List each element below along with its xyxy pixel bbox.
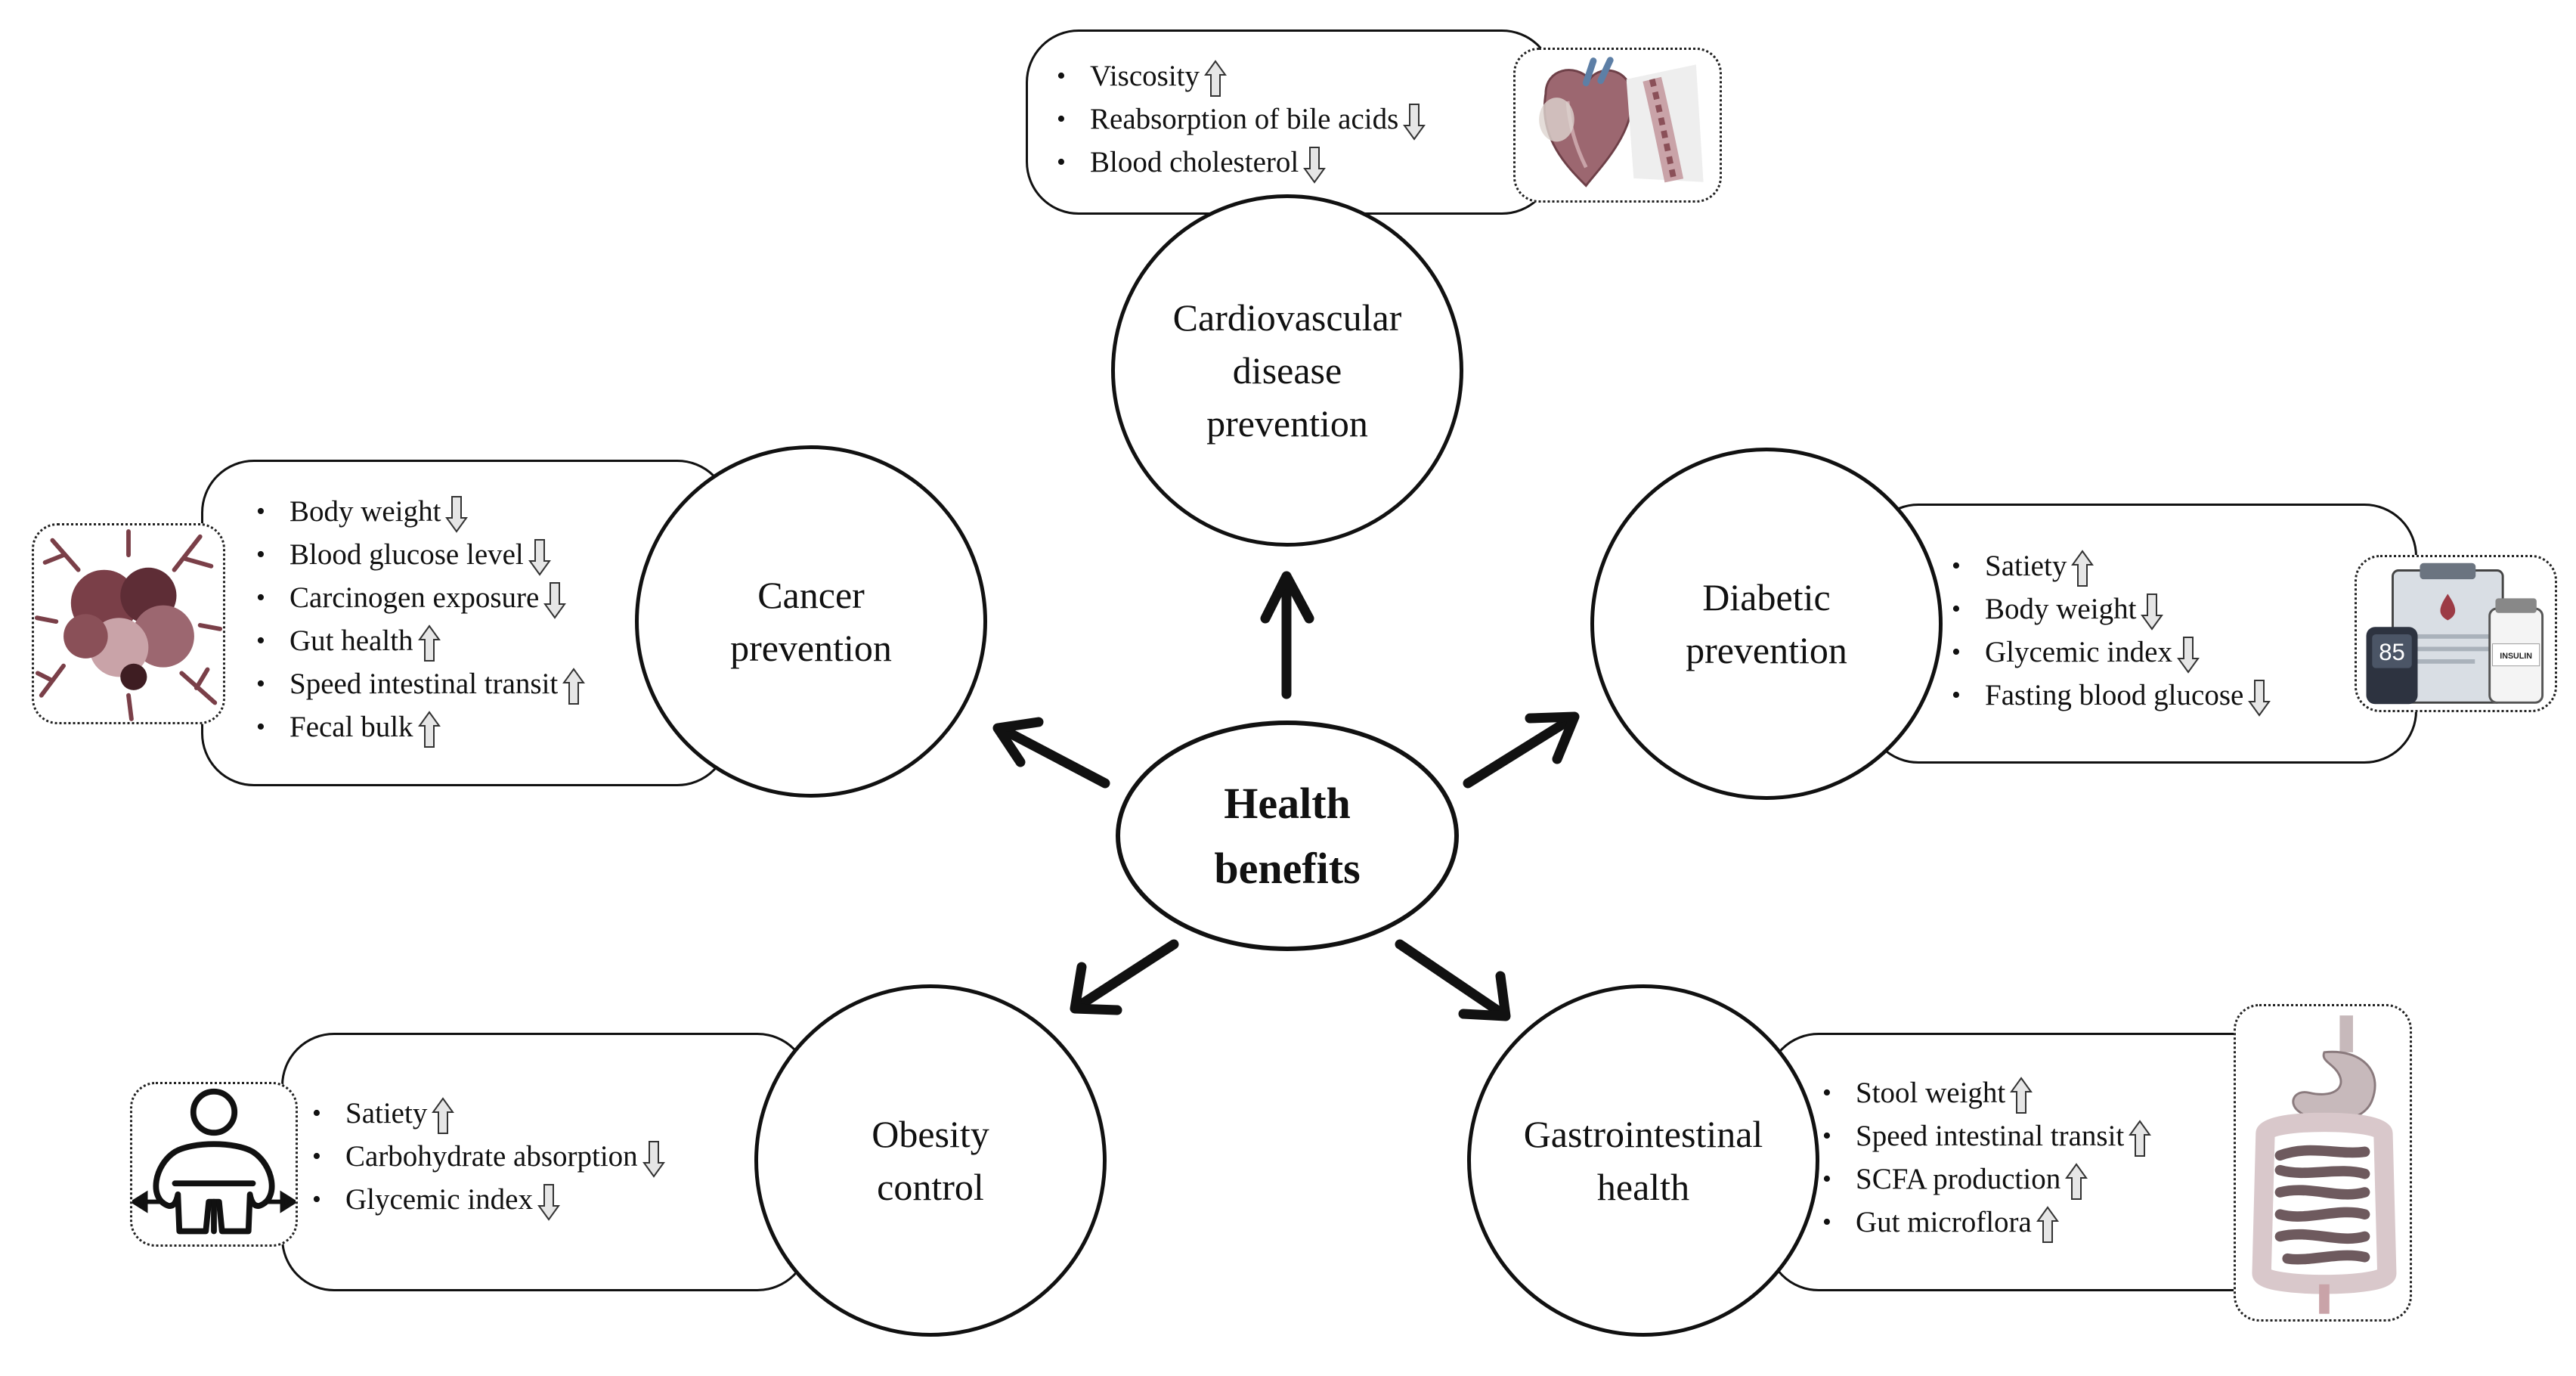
down-arrow-icon	[642, 1141, 665, 1178]
cancer-benefit-text: Blood glucose level	[289, 538, 524, 571]
up-arrow-icon	[2065, 1163, 2088, 1201]
cardio-label-line-1: Cardiovascular	[1172, 296, 1402, 339]
up-arrow-icon	[2129, 1120, 2152, 1158]
up-arrow-icon	[1204, 60, 1227, 98]
meter-reading-text: 85	[2379, 639, 2405, 665]
gi-benefit-text: Speed intestinal transit	[1856, 1120, 2125, 1152]
obesity-benefit-list: SatietyCarbohydrate absorptionGlycemic i…	[312, 1092, 665, 1221]
down-arrow-icon	[2177, 637, 2200, 674]
cancer-benefit-item: Speed intestinal transit	[256, 662, 586, 705]
diabetic-benefit-text: Fasting blood glucose	[1985, 679, 2244, 711]
cancer-circle: Cancer prevention	[635, 445, 987, 798]
arrow-to-diabetic	[1463, 711, 1580, 789]
diabetic-label-line-1: Diabetic	[1702, 576, 1831, 618]
down-arrow-icon	[445, 496, 469, 533]
diabetic-benefit-item: Fasting blood glucose	[1952, 674, 2271, 717]
obesity-benefit-text: Satiety	[345, 1097, 428, 1130]
cancer-benefit-item: Gut health	[256, 619, 585, 662]
diabetic-benefit-item: Glycemic index	[1952, 631, 2271, 674]
obesity-benefit-item: Glycemic index	[312, 1178, 665, 1221]
cardio-benefit-item: Blood cholesterol	[1057, 141, 1426, 184]
up-arrow-icon	[562, 668, 586, 705]
obesity-benefit-text: Carbohydrate absorption	[345, 1140, 638, 1173]
vial-label-text: INSULIN	[2500, 652, 2532, 661]
diabetic-benefit-item: Satiety	[1952, 544, 2271, 587]
cardio-benefit-text: Viscosity	[1090, 60, 1200, 92]
cancer-label-line-1: Cancer	[757, 574, 865, 616]
up-arrow-icon	[2010, 1077, 2033, 1114]
obese-person-icon	[130, 1082, 298, 1247]
obesity-benefit-item: Satiety	[312, 1092, 665, 1135]
health-benefits-hub: Health benefits	[1116, 721, 1459, 951]
gi-benefit-item: Stool weight	[1822, 1071, 2151, 1114]
up-arrow-icon	[2071, 550, 2095, 587]
cancer-benefit-text: Speed intestinal transit	[289, 668, 559, 700]
cancer-benefit-item: Fecal bulk	[256, 705, 585, 748]
obesity-benefit-item: Carbohydrate absorption	[312, 1135, 665, 1178]
up-arrow-icon	[2036, 1206, 2059, 1244]
cancer-benefit-text: Body weight	[289, 495, 441, 528]
gi-benefit-text: SCFA production	[1856, 1163, 2061, 1195]
cancer-benefit-item: Blood glucose level	[256, 533, 585, 576]
diabetic-benefit-text: Body weight	[1985, 593, 2137, 625]
obesity-label-line-2: control	[877, 1166, 984, 1208]
down-arrow-icon	[528, 539, 551, 576]
obesity-benefit-text: Glycemic index	[345, 1183, 533, 1216]
down-arrow-icon	[2248, 680, 2271, 717]
down-arrow-icon	[1303, 147, 1327, 184]
up-arrow-icon	[432, 1097, 455, 1135]
gi-benefit-item: Speed intestinal transit	[1822, 1114, 2152, 1158]
arrow-to-cancer	[992, 717, 1110, 789]
gi-benefit-item: SCFA production	[1822, 1158, 2151, 1201]
gi-benefit-list: Stool weightSpeed intestinal transitSCFA…	[1822, 1071, 2152, 1244]
diabetic-label-line-2: prevention	[1686, 629, 1847, 671]
cardio-label-line-2: disease	[1232, 349, 1342, 392]
cancer-benefit-item: Body weight	[256, 490, 585, 533]
arrow-to-cardio	[1260, 571, 1314, 699]
obesity-circle: Obesity control	[754, 984, 1107, 1337]
gi-label-line-1: Gastrointestinal	[1523, 1113, 1763, 1155]
down-arrow-icon	[543, 582, 567, 619]
cardio-benefit-text: Blood cholesterol	[1090, 146, 1299, 178]
gi-benefit-text: Stool weight	[1856, 1077, 2006, 1109]
obesity-label-line-1: Obesity	[872, 1113, 989, 1155]
down-arrow-icon	[1403, 104, 1426, 141]
diabetic-benefit-list: SatietyBody weightGlycemic indexFasting …	[1952, 544, 2271, 717]
cancer-benefit-list: Body weightBlood glucose levelCarcinogen…	[256, 490, 586, 748]
gi-label-line-2: health	[1596, 1166, 1690, 1208]
cardio-benefit-item: Viscosity	[1057, 54, 1426, 98]
arrow-to-gi	[1395, 939, 1511, 1021]
gi-benefit-item: Gut microflora	[1822, 1201, 2151, 1244]
digestive-tract-icon	[2234, 1004, 2412, 1322]
up-arrow-icon	[417, 624, 441, 662]
down-arrow-icon	[537, 1184, 560, 1221]
cardio-label-line-3: prevention	[1206, 402, 1368, 445]
up-arrow-icon	[417, 711, 441, 748]
cancer-benefit-item: Carcinogen exposure	[256, 576, 585, 619]
hub-title-line-2: benefits	[1214, 843, 1361, 893]
hub-title-line-1: Health	[1224, 778, 1351, 828]
glucose-meter-icon: 85 INSULIN	[2355, 555, 2557, 712]
cancer-label-line-2: prevention	[730, 627, 892, 669]
cardio-benefit-item: Reabsorption of bile acids	[1057, 98, 1426, 141]
tumor-cells-icon	[32, 523, 225, 724]
diabetic-circle: Diabetic prevention	[1590, 448, 1943, 800]
cancer-benefit-text: Gut health	[289, 624, 413, 657]
down-arrow-icon	[2141, 593, 2164, 631]
cancer-benefit-text: Carcinogen exposure	[289, 581, 540, 614]
diabetic-benefit-text: Satiety	[1985, 550, 2067, 582]
heart-artery-icon	[1513, 48, 1722, 203]
arrow-to-obesity	[1070, 939, 1179, 1015]
cardio-circle: Cardiovascular disease prevention	[1111, 194, 1463, 547]
cardio-benefit-text: Reabsorption of bile acids	[1090, 103, 1399, 135]
cardio-benefit-list: ViscosityReabsorption of bile acidsBlood…	[1057, 54, 1426, 184]
diabetic-benefit-text: Glycemic index	[1985, 636, 2172, 668]
gi-benefit-text: Gut microflora	[1856, 1206, 2032, 1238]
diabetic-benefit-item: Body weight	[1952, 587, 2271, 631]
cancer-benefit-text: Fecal bulk	[289, 711, 413, 743]
gi-circle: Gastrointestinal health	[1467, 984, 1819, 1337]
